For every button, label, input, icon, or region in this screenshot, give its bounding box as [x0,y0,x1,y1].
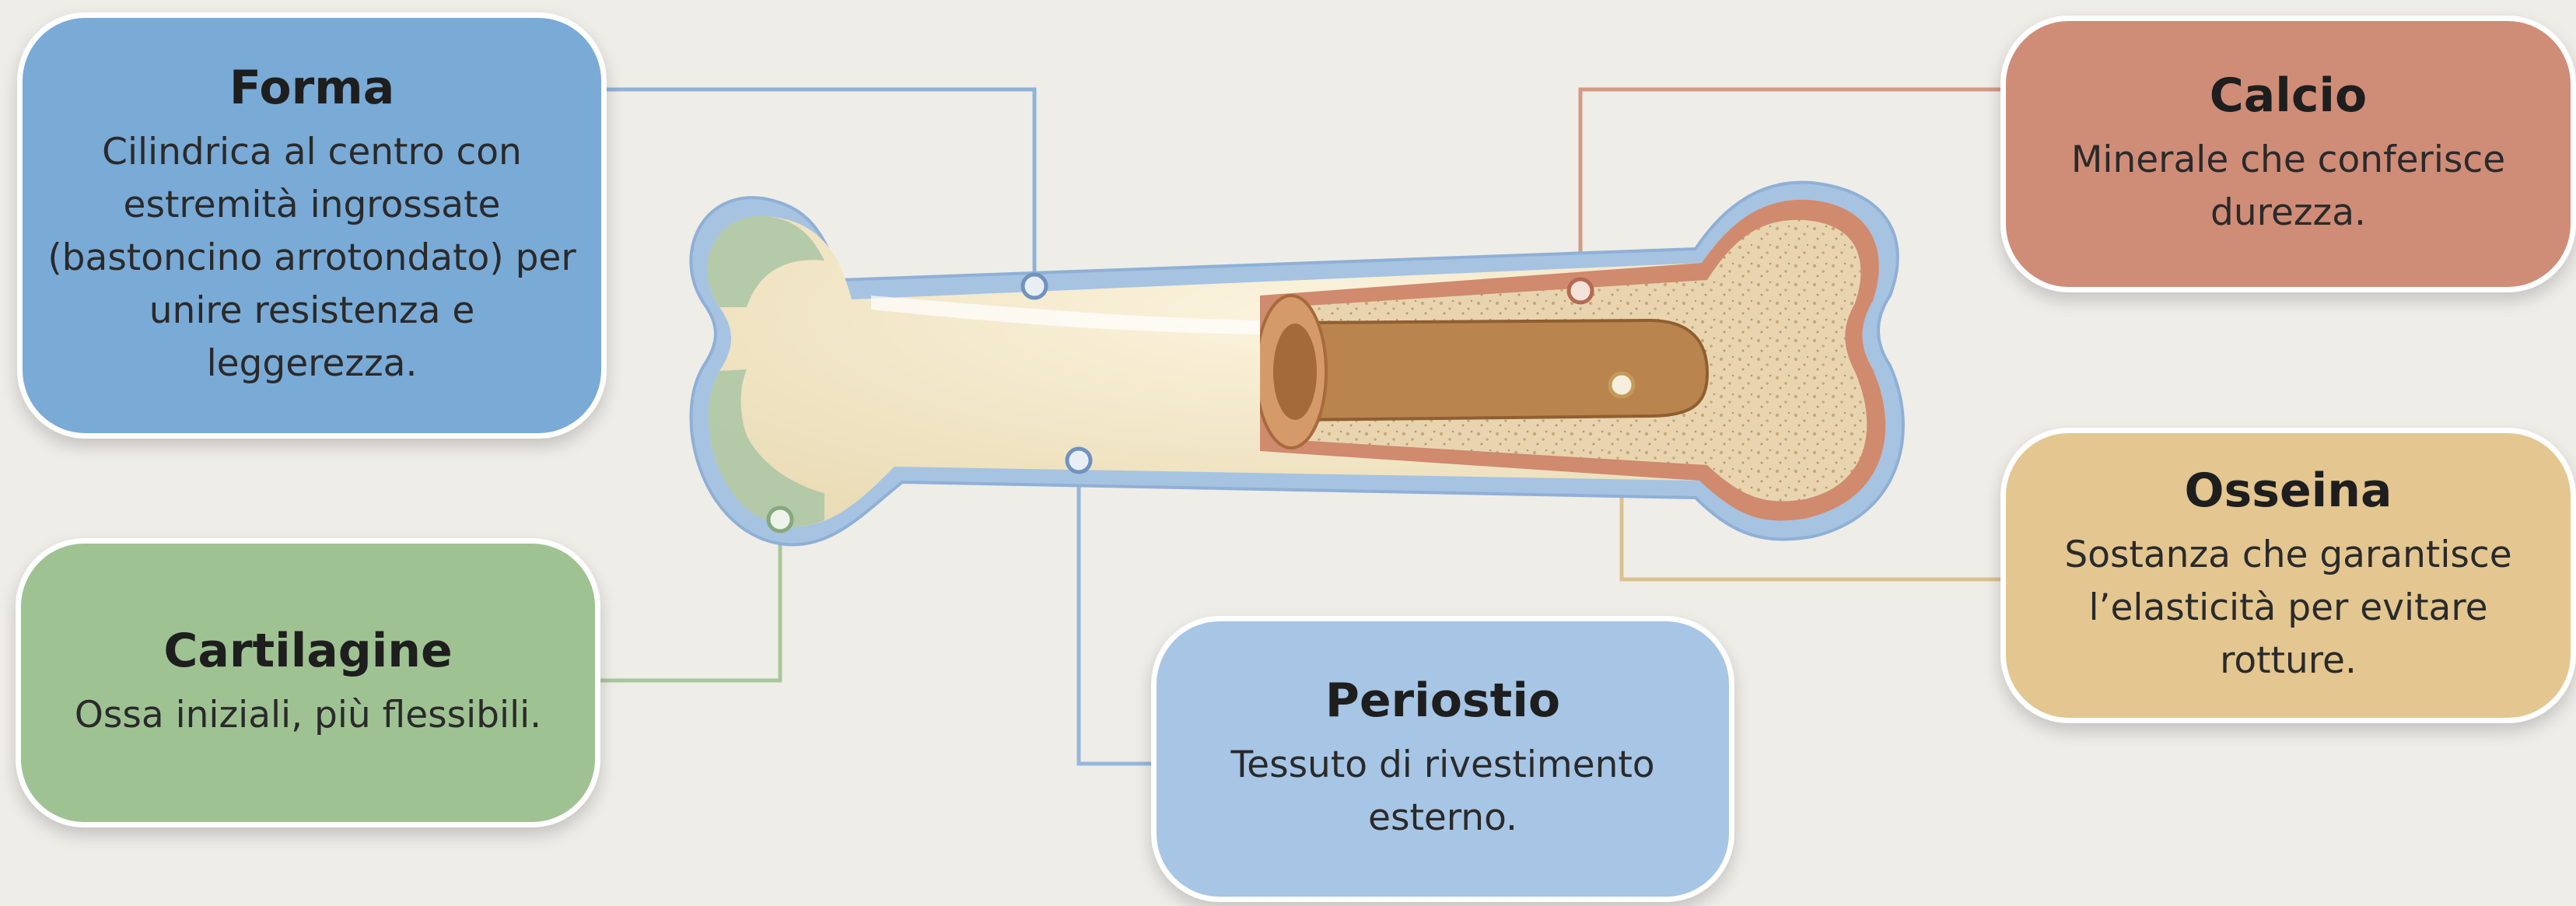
label-card-forma: Forma Cilindrica al centro con estremità… [17,12,607,439]
label-text-osseina: Sostanza che garantisce l’elasticità per… [2064,533,2512,682]
anchor-points [766,272,1636,533]
anchor-cartilagine [766,505,794,533]
label-card-calcio: Calcio Minerale che conferisce durezza. [2000,16,2576,292]
anchor-periostio [1065,446,1093,474]
bone-marrow-cavity [1290,318,1710,422]
anchor-forma [1020,272,1048,300]
cartilage-cap-top [707,215,824,307]
label-title-forma: Forma [229,61,395,115]
label-title-cartilagine: Cartilagine [163,624,453,678]
label-title-osseina: Osseina [2184,463,2392,518]
label-title-calcio: Calcio [2209,68,2368,123]
connector-forma [607,87,1037,286]
label-text-forma: Cilindrica al centro con estremità ingro… [47,131,576,385]
connector-lines [600,87,2000,766]
label-card-periostio: Periostio Tessuto di rivestimento estern… [1151,616,1734,902]
label-card-osseina: Osseina Sostanza che garantisce l’elasti… [2000,428,2576,723]
cartilage-cap-bottom [708,369,824,527]
connector-calcio [1578,87,2000,291]
anchor-calcio [1566,277,1594,305]
anchor-osseina [1608,371,1636,399]
label-text-cartilagine: Ossa iniziali, più flessibili. [74,694,542,736]
bone-highlight [871,296,1260,334]
label-title-periostio: Periostio [1325,673,1561,728]
label-text-periostio: Tessuto di rivestimento esterno. [1230,743,1655,839]
label-text-calcio: Minerale che conferisce durezza. [2070,138,2506,234]
bone-illustration [689,180,1905,547]
connector-cartilagine [600,519,782,683]
label-card-cartilagine: Cartilagine Ossa iniziali, più flessibil… [16,538,600,827]
connector-periostio [1076,460,1151,766]
